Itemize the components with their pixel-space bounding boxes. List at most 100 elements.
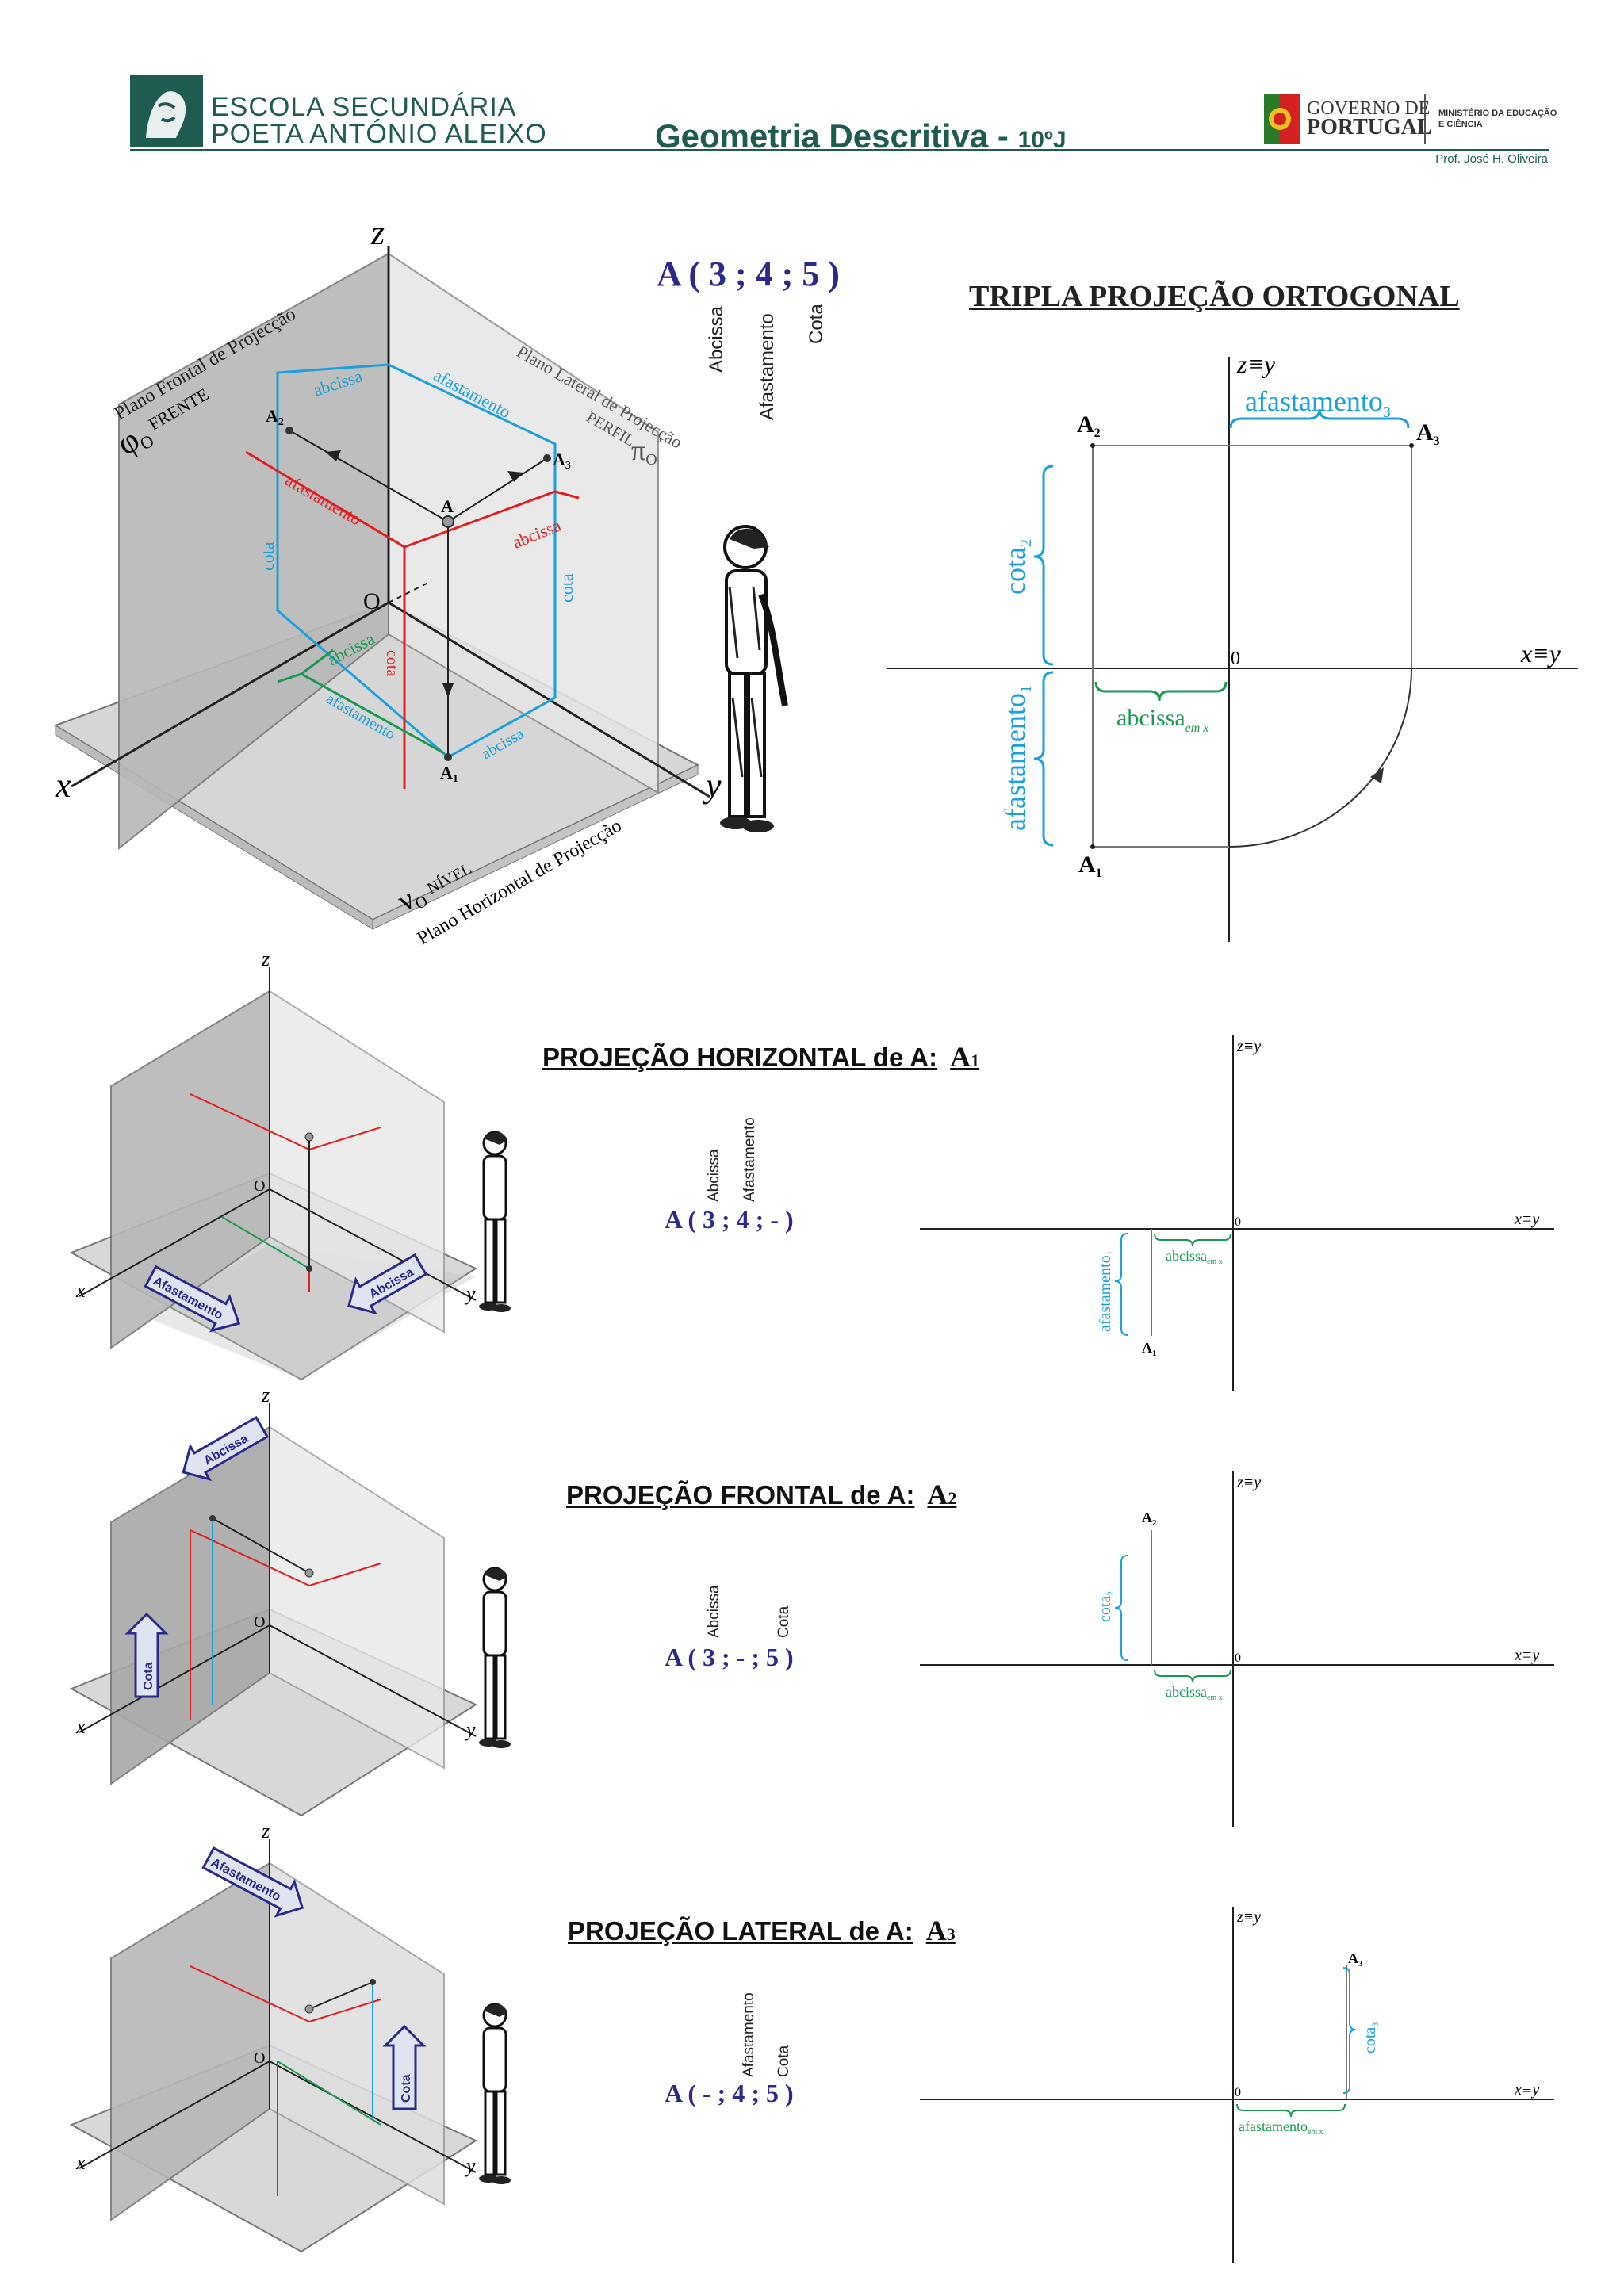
se1-afastamento-label: afastamento1 [1097, 1250, 1116, 1332]
author-name: Prof. José H. Oliveira [1435, 152, 1548, 166]
se2-cota-label: cota2 [1097, 1591, 1116, 1622]
small-y-axis-2 [269, 1624, 477, 1737]
small-y-label: y [464, 1282, 476, 1305]
h-coord-label-abcissa: Abcissa [706, 1149, 722, 1202]
x-axis [71, 601, 389, 788]
se3-cota-brace [1342, 1967, 1357, 2094]
small-z-label-2: z [261, 1387, 270, 1406]
arrow-cota-l: Cota [382, 2024, 427, 2110]
afastamento-line-blue [276, 363, 389, 571]
l-coordinates: A ( - ; 4 ; 5 ) [665, 2079, 794, 2107]
svg-text:Cota: Cota [142, 1662, 155, 1690]
small-z-label-3: z [261, 1823, 270, 1843]
small-red-lines-3 [190, 1965, 381, 2023]
pi-label: πO [631, 434, 657, 469]
se3-xy-label: x≡y [1514, 2081, 1539, 2099]
horizontal-plane-edge-right [372, 764, 699, 930]
ministry-line1: MINISTÉRIO DA EDUCAÇÃO [1438, 109, 1557, 118]
se1-xy-label: x≡y [1514, 1211, 1539, 1228]
section-point-a1: A1 [950, 1041, 980, 1073]
small-x-label-3: x [75, 2151, 86, 2174]
origin-dash [388, 582, 429, 603]
cota-line-blue [388, 363, 557, 759]
point-a3-label: A3 [553, 450, 571, 472]
small-z-label: z [261, 951, 270, 970]
h-coord-label-afastamento: Afastamento [741, 1117, 758, 1202]
small-y-label-2: y [464, 1718, 476, 1741]
small-projection-a3 [308, 1981, 373, 2010]
se2-zero-label: 0 [1235, 1651, 1241, 1665]
point-a1-label: A1 [440, 763, 458, 785]
svg-text:Cota: Cota [400, 2074, 413, 2103]
small-y-label-3: y [464, 2154, 476, 2177]
page-title: Geometria Descritiva - 10ºJ [655, 117, 1067, 155]
l-coord-label-cota: Cota [776, 2045, 792, 2077]
page-title-text: Geometria Descritiva - [655, 117, 1018, 155]
small-projection-a2 [212, 1517, 310, 1574]
f-coordinates: A ( 3 ; - ; 5 ) [665, 1643, 794, 1671]
small-point-a1 [306, 1265, 312, 1272]
school-logo [130, 75, 203, 147]
small-point-a2 [209, 1515, 216, 1521]
small-origin-label: O [254, 1177, 265, 1195]
projection-line-a2 [289, 430, 449, 522]
epure-point-a1 [1090, 844, 1095, 849]
government-name: GOVERNO DE PORTUGAL [1307, 98, 1432, 139]
class-grade: 10ºJ [1017, 127, 1067, 153]
gov-line1: GOVERNO DE [1307, 98, 1431, 119]
section-title-lateral: PROJEÇÃO LATERAL de A:A3 [568, 1914, 956, 1947]
arrow-head-a1 [442, 683, 454, 698]
abcissa-line-blue [276, 571, 449, 759]
small-epure-frontal: z≡y x≡y 0 cota2 abcissaem x A2 [920, 1471, 1554, 1827]
ministry-line2: E CIÊNCIA [1438, 120, 1483, 129]
arrow-head-a2 [325, 450, 341, 461]
section-title-horizontal-text: PROJEÇÃO HORIZONTAL de A: [542, 1043, 938, 1072]
point-coordinates: A ( 3 ; 4 ; 5 ) [657, 254, 840, 293]
small-epure-horizontal: z≡y x≡y 0 afastamento1 abcissaem x A1 [920, 1035, 1554, 1391]
se2-xy-label: x≡y [1514, 1647, 1539, 1664]
point-a2-label: A2 [266, 406, 284, 428]
header-rule [130, 149, 1549, 151]
f-coord-label-abcissa: Abcissa [706, 1585, 722, 1638]
abcissa-brace [1094, 681, 1228, 702]
gov-divider [1424, 94, 1426, 144]
epure-xy-label: x≡y [1520, 639, 1561, 668]
se1-zero-label: 0 [1235, 1215, 1241, 1229]
afastamento1-label: afastamento1 [999, 685, 1035, 831]
epure-a3-label: A3 [1416, 419, 1440, 448]
epure-point-a3 [1409, 443, 1414, 448]
point-a [442, 515, 454, 528]
point-a3 [543, 454, 551, 462]
se1-zy-label: z≡y [1236, 1038, 1261, 1055]
se3-afastamento-brace [1236, 2103, 1346, 2118]
cota-left-label: cota [258, 541, 278, 571]
cota2-brace [1033, 465, 1054, 666]
small-origin-label-3: O [254, 2049, 265, 2067]
ministry-name: MINISTÉRIO DA EDUCAÇÃO E CIÊNCIA [1438, 108, 1565, 130]
green-tick [277, 649, 334, 683]
small-iso-frontal: Abcissa Cota z x y O [69, 1387, 478, 1817]
axis-x-label: x [55, 766, 71, 805]
main-epure: z≡y x≡y 0 afastamento3 cota2 afastamento… [887, 350, 1578, 942]
small-red-lines-2 [190, 1529, 381, 1587]
se2-abcissa-label: abcissaem x [1166, 1684, 1223, 1702]
origin-label: O [363, 588, 381, 614]
small-point-a3 [370, 1979, 376, 1985]
afastamento1-brace [1033, 671, 1054, 847]
cota-right-label: cota [557, 573, 576, 603]
point-a2 [285, 427, 293, 434]
se3-cota-label: cota3 [1362, 2022, 1381, 2053]
small-x-label: x [75, 1279, 86, 1302]
arrow-head-a3 [508, 471, 523, 482]
se3-afastamento-label: afastamentoem x [1239, 2118, 1323, 2137]
small-x-axis [79, 1188, 270, 1297]
epure-zy-label: z≡y [1236, 350, 1276, 378]
small-point-a [304, 1132, 314, 1142]
se1-afastamento-brace [1114, 1233, 1128, 1336]
school-name-line1: ESCOLA SECUNDÁRIA [211, 92, 517, 122]
small-observer-1 [479, 1131, 511, 1312]
small-green-line-3 [277, 2061, 381, 2126]
observer-figure [720, 525, 788, 832]
small-iso-horizontal: Afastamento Abcissa z x y O [69, 951, 478, 1381]
school-name: ESCOLA SECUNDÁRIA POETA ANTÓNIO ALEIXO [211, 94, 547, 147]
